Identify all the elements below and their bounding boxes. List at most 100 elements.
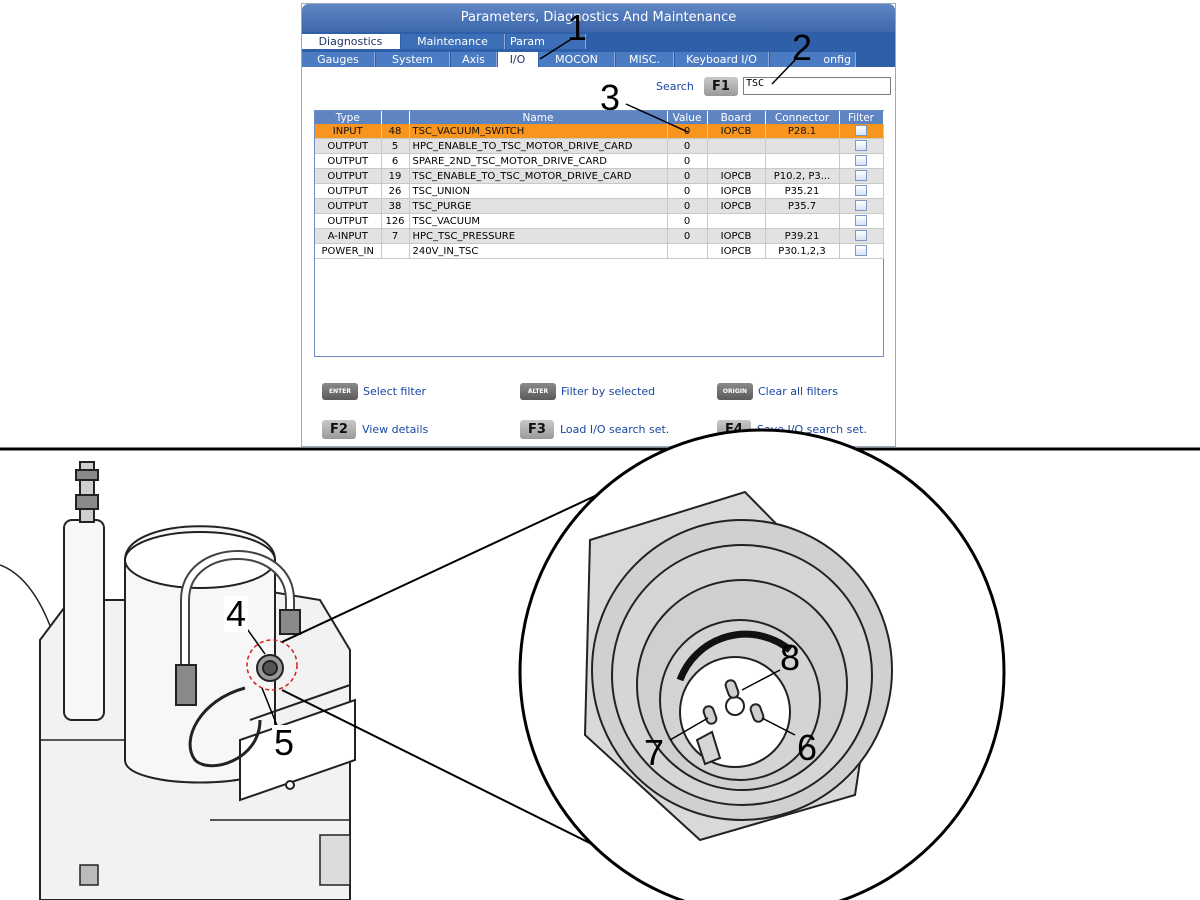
- filter-checkbox[interactable]: [855, 185, 867, 197]
- tab-keyboard-io[interactable]: Keyboard I/O: [675, 52, 769, 67]
- coolant-tank-assembly: [0, 461, 356, 900]
- cell-type: OUTPUT: [315, 138, 382, 154]
- cell-board: [707, 138, 766, 154]
- f2-key[interactable]: F2: [322, 420, 356, 439]
- legend-label: Filter by selected: [561, 385, 656, 398]
- callout-8: 8: [780, 637, 801, 678]
- cell-board: [707, 213, 766, 229]
- cell-name: TSC_VACUUM_SWITCH: [409, 124, 668, 139]
- col-header-name[interactable]: Name: [409, 111, 668, 124]
- cell-connector: P10.2, P3...: [765, 168, 840, 184]
- callout-5: 5: [272, 722, 297, 763]
- filter-checkbox[interactable]: [855, 215, 867, 227]
- cell-type: OUTPUT: [315, 213, 382, 229]
- enter-key[interactable]: ENTER: [322, 383, 358, 400]
- cell-connector: P28.1: [765, 124, 840, 139]
- cell-type: OUTPUT: [315, 183, 382, 199]
- legend-label: Select filter: [363, 385, 427, 398]
- col-header-filter[interactable]: Filter: [839, 111, 884, 124]
- table-row[interactable]: OUTPUT 38 TSC_PURGE 0 IOPCB P35.7: [315, 198, 884, 214]
- io-table: Type Name Value Board Connector Filter I…: [314, 110, 884, 357]
- cell-type: OUTPUT: [315, 168, 382, 184]
- connector-detail-view: [518, 428, 1006, 900]
- table-row[interactable]: POWER_IN 240V_IN_TSC IOPCB P30.1,2,3: [315, 243, 884, 259]
- legend-load-search-set[interactable]: F3 Load I/O search set.: [520, 420, 669, 439]
- legend-label: Clear all filters: [758, 385, 838, 398]
- filter-checkbox[interactable]: [855, 155, 867, 167]
- fitting-highlight: [246, 639, 298, 691]
- callout-3: 3: [600, 77, 621, 118]
- cell-type: A-INPUT: [315, 228, 382, 244]
- cell-number: 126: [381, 213, 410, 229]
- cell-name: HPC_ENABLE_TO_TSC_MOTOR_DRIVE_CARD: [409, 138, 668, 154]
- tab-axis[interactable]: Axis: [451, 52, 497, 67]
- table-row[interactable]: OUTPUT 26 TSC_UNION 0 IOPCB P35.21: [315, 183, 884, 199]
- cell-filter: [839, 153, 884, 169]
- legend-label: Load I/O search set.: [560, 423, 670, 436]
- legend-filter-by-selected[interactable]: ALTER Filter by selected: [520, 383, 655, 400]
- cell-board: IOPCB: [707, 183, 766, 199]
- cell-connector: [765, 153, 840, 169]
- filter-checkbox[interactable]: [855, 140, 867, 152]
- col-header-connector[interactable]: Connector: [765, 111, 840, 124]
- f1-key[interactable]: F1: [704, 77, 738, 96]
- search-label: Search: [656, 80, 694, 93]
- origin-key[interactable]: ORIGIN: [717, 383, 753, 400]
- table-row[interactable]: OUTPUT 126 TSC_VACUUM 0: [315, 213, 884, 229]
- cell-name: TSC_UNION: [409, 183, 668, 199]
- cell-board: [707, 153, 766, 169]
- filter-checkbox[interactable]: [855, 230, 867, 242]
- table-row[interactable]: INPUT 48 TSC_VACUUM_SWITCH 0 IOPCB P28.1: [315, 124, 884, 139]
- zoom-line-top: [281, 474, 641, 643]
- filter-checkbox[interactable]: [855, 170, 867, 182]
- table-header-row: Type Name Value Board Connector Filter: [315, 111, 884, 124]
- cell-number: 26: [381, 183, 410, 199]
- cell-value: 0: [667, 228, 708, 244]
- cell-connector: [765, 213, 840, 229]
- cell-value: 0: [667, 138, 708, 154]
- col-header-number[interactable]: [381, 111, 410, 124]
- tab-io[interactable]: I/O: [498, 52, 538, 67]
- cell-connector: P39.21: [765, 228, 840, 244]
- leader-3: [625, 103, 689, 133]
- tab-parameters[interactable]: Param: [506, 34, 586, 49]
- cell-value: 0: [667, 198, 708, 214]
- cell-board: IOPCB: [707, 228, 766, 244]
- legend-clear-all-filters[interactable]: ORIGIN Clear all filters: [717, 383, 838, 400]
- col-header-value[interactable]: Value: [667, 111, 708, 124]
- callout-1: 1: [567, 7, 588, 48]
- tab-mocon[interactable]: MOCON: [539, 52, 615, 67]
- table-row[interactable]: A-INPUT 7 HPC_TSC_PRESSURE 0 IOPCB P39.2…: [315, 228, 884, 244]
- callout-6: 6: [797, 727, 818, 768]
- cell-filter: [839, 124, 884, 139]
- legend-view-details[interactable]: F2 View details: [322, 420, 428, 439]
- cell-value: 0: [667, 168, 708, 184]
- leader-7: [669, 717, 709, 741]
- tab-maintenance[interactable]: Maintenance: [401, 34, 505, 49]
- search-input[interactable]: TSC: [743, 77, 891, 95]
- tab-diagnostics[interactable]: Diagnostics: [302, 34, 400, 49]
- table-row[interactable]: OUTPUT 5 HPC_ENABLE_TO_TSC_MOTOR_DRIVE_C…: [315, 138, 884, 154]
- leader-1: [539, 37, 574, 60]
- filter-checkbox[interactable]: [855, 245, 867, 257]
- legend-select-filter[interactable]: ENTER Select filter: [322, 383, 426, 400]
- tab-misc[interactable]: MISC.: [616, 52, 674, 67]
- col-header-board[interactable]: Board: [707, 111, 766, 124]
- col-header-type[interactable]: Type: [315, 111, 382, 124]
- table-row[interactable]: OUTPUT 6 SPARE_2ND_TSC_MOTOR_DRIVE_CARD …: [315, 153, 884, 169]
- cell-value: 0: [667, 153, 708, 169]
- cell-value: 0: [667, 213, 708, 229]
- cell-filter: [839, 243, 884, 259]
- alter-key[interactable]: ALTER: [520, 383, 556, 400]
- f3-key[interactable]: F3: [520, 420, 554, 439]
- cell-value: 0: [667, 183, 708, 199]
- cell-filter: [839, 168, 884, 184]
- tab-system[interactable]: System: [376, 52, 450, 67]
- table-row[interactable]: OUTPUT 19 TSC_ENABLE_TO_TSC_MOTOR_DRIVE_…: [315, 168, 884, 184]
- filter-checkbox[interactable]: [855, 125, 867, 137]
- filter-checkbox[interactable]: [855, 200, 867, 212]
- cell-name: TSC_VACUUM: [409, 213, 668, 229]
- tab-gauges[interactable]: Gauges: [302, 52, 375, 67]
- cell-board: IOPCB: [707, 243, 766, 259]
